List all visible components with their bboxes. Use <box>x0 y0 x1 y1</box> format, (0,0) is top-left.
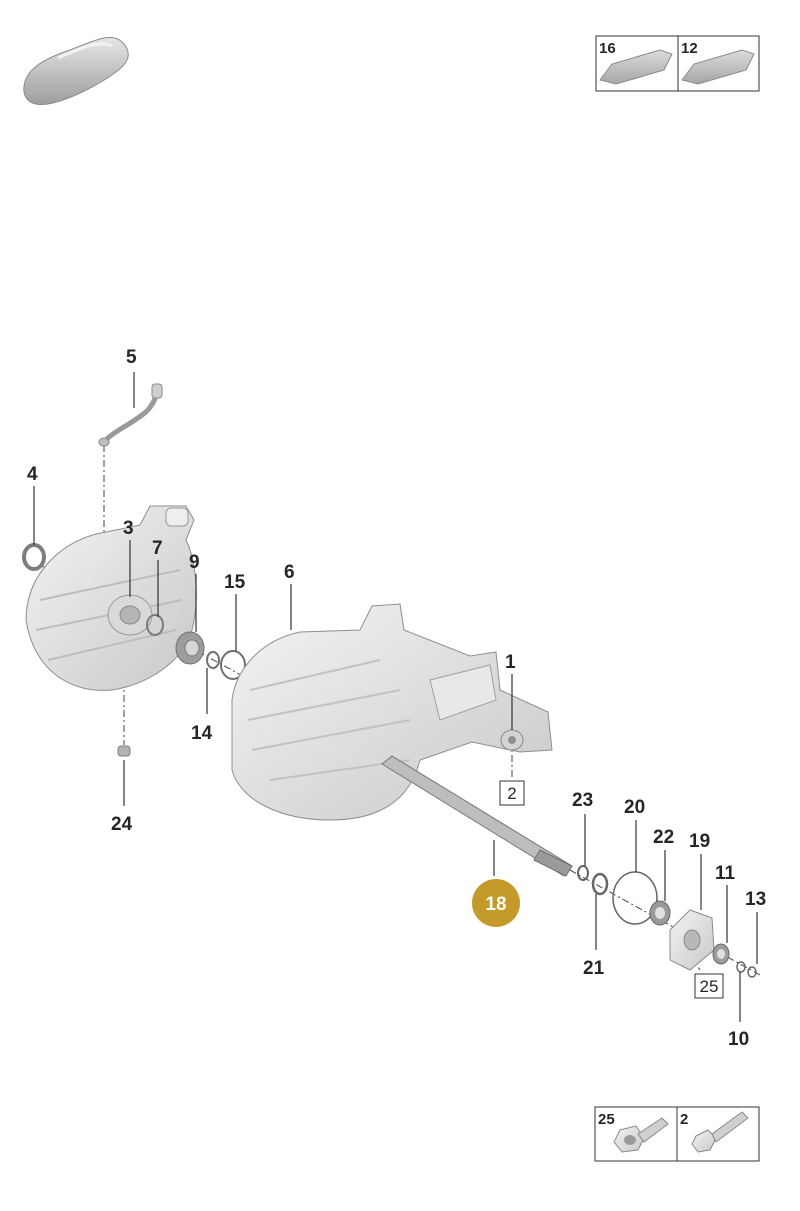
callout-22: 22 <box>653 827 674 848</box>
circlip-part <box>577 865 589 881</box>
legend-bottom-left-number: 25 <box>598 1111 615 1128</box>
callout-20: 20 <box>624 797 645 818</box>
legend-top-right-number: 12 <box>681 40 698 57</box>
washer-part <box>712 943 730 965</box>
callout-labels: 5 4 3 7 9 15 6 1 14 24 23 20 22 19 11 13… <box>27 347 766 1050</box>
callout-24: 24 <box>111 814 133 835</box>
callout-1: 1 <box>505 652 516 673</box>
callout-7: 7 <box>152 538 163 559</box>
callout-10: 10 <box>728 1029 749 1050</box>
sensor-cable-part <box>98 383 163 447</box>
highlighted-part-label: 18 <box>485 894 506 915</box>
vehicle-silhouette-icon <box>23 37 129 105</box>
legend-top-left-number: 16 <box>599 40 616 57</box>
callout-19: 19 <box>689 831 710 852</box>
legend-top: 16 12 <box>595 35 760 92</box>
small-circlip-part <box>747 966 757 978</box>
leader-lines <box>33 372 758 1022</box>
small-ring-part <box>736 961 746 973</box>
main-housing-part <box>231 603 553 821</box>
bearing-part <box>175 631 205 665</box>
front-housing-part <box>25 505 197 691</box>
callout-5: 5 <box>126 347 137 368</box>
snap-ring-part <box>206 651 220 669</box>
sealant-tube-icon <box>599 49 673 85</box>
callout-23: 23 <box>572 790 593 811</box>
callout-15: 15 <box>224 572 246 593</box>
sealant-tube-icon <box>681 49 755 85</box>
svg-text:25: 25 <box>700 977 719 996</box>
drive-shaft-part <box>381 755 573 877</box>
o-ring-large-part <box>220 650 246 680</box>
callout-3: 3 <box>123 518 134 539</box>
seal-ring-part <box>22 543 46 571</box>
callout-4: 4 <box>27 464 38 485</box>
hex-bolt-icon <box>691 1111 749 1153</box>
callout-14: 14 <box>191 723 213 744</box>
large-o-ring-part <box>612 871 658 925</box>
spacer-part <box>649 900 671 926</box>
flange-bolt-icon <box>613 1117 669 1153</box>
highlighted-part-18[interactable]: 18 <box>472 879 520 927</box>
o-ring-part <box>146 614 164 636</box>
svg-text:2: 2 <box>507 784 516 803</box>
boxed-reference-25: 25 <box>694 973 724 999</box>
callout-11: 11 <box>715 863 736 884</box>
legend-bottom: 25 2 <box>594 1106 760 1162</box>
boxed-reference-2: 2 <box>499 780 525 806</box>
callout-13: 13 <box>745 889 766 910</box>
flange-cover-part <box>669 909 715 971</box>
plug-part <box>117 745 131 757</box>
legend-bottom-right-number: 2 <box>680 1111 688 1128</box>
callout-6: 6 <box>284 562 295 583</box>
callout-21: 21 <box>583 958 605 979</box>
retaining-ring-part <box>591 872 609 896</box>
callout-9: 9 <box>189 552 200 573</box>
